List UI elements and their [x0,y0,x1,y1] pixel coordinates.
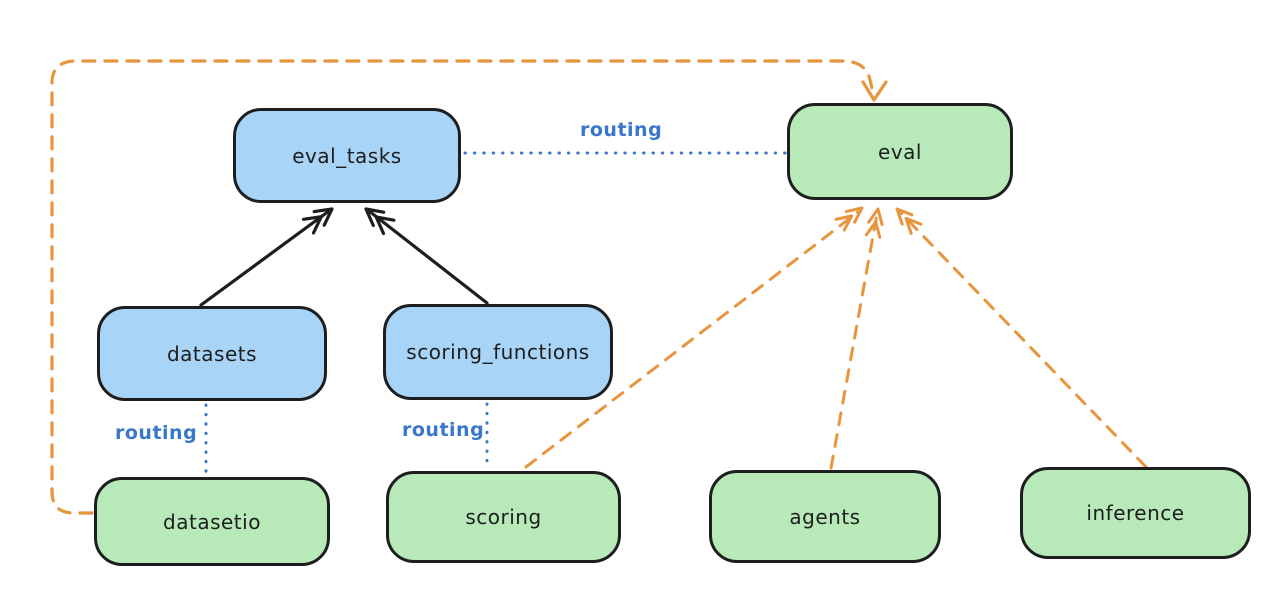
edge-datasetio-to-eval [50,59,888,515]
edge-agents-to-eval [829,207,884,470]
node-agents-label: agents [789,504,861,529]
node-scoring-label: scoring [465,505,542,529]
node-eval: eval [787,103,1013,200]
edge-label-routing-scoring-functions-scoring: routing [402,419,485,441]
node-eval-label: eval [878,139,922,164]
edge-datasets-to-eval-tasks [199,207,334,307]
node-inference: inference [1020,467,1251,559]
node-scoring: scoring [386,471,621,563]
edge-scoring-functions-to-eval-tasks [364,207,489,305]
edge-inference-to-eval [895,207,1148,469]
node-inference-label: inference [1086,501,1185,525]
node-scoring-functions: scoring_functions [383,304,613,400]
node-datasetio: datasetio [94,477,330,566]
node-datasets-label: datasets [166,341,258,366]
edge-label-routing-datasets-datasetio: routing [115,422,198,444]
node-agents: agents [709,470,941,563]
edge-scoring-to-eval [524,206,864,469]
node-datasets: datasets [97,306,327,401]
edge-label-routing-eval-tasks-eval: routing [580,119,663,141]
node-datasetio-label: datasetio [163,509,261,534]
node-eval-tasks-label: eval_tasks [292,143,402,168]
node-scoring-functions-label: scoring_functions [406,340,590,364]
node-eval-tasks: eval_tasks [233,108,461,203]
